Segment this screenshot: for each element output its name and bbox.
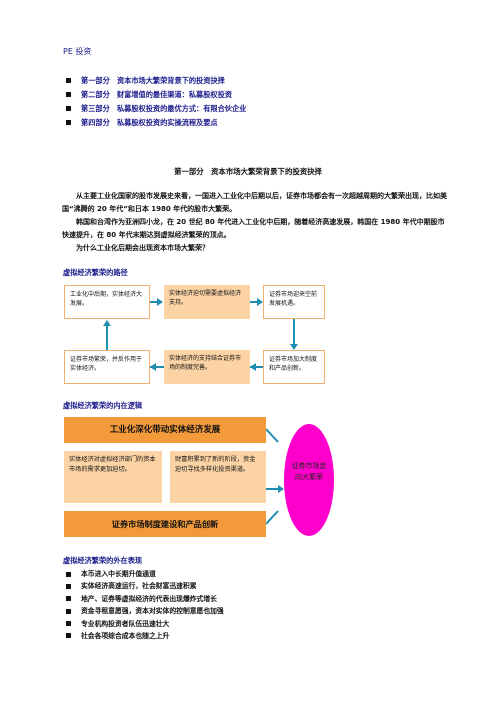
list-item: 本币进入中长期升值通道 xyxy=(66,568,426,580)
list-item: 专业机构投资者队伍迅速壮大 xyxy=(66,618,426,630)
paragraph-text: 韩国和台湾作为亚洲四小龙，在 20 世纪 80 年代进入工业化中后期，随着经济高… xyxy=(62,218,445,239)
list-item-text: 本币进入中长期升值通道 xyxy=(81,570,156,578)
path-box-5: 实体经济的支持结合证券市场的制度完善。 xyxy=(164,350,250,384)
path-box-2: 实体经济迫切需要虚拟经济支持。 xyxy=(164,285,250,319)
bullet-icon xyxy=(66,596,71,602)
arrows-to-circle xyxy=(266,428,284,525)
arrow-right-icon xyxy=(257,298,263,306)
path-box-3: 证券市场迎来空前发展机遇。 xyxy=(263,285,325,319)
path-box-4: 证券市场加大制度和产品创新。 xyxy=(263,350,325,384)
list-item: 社会各项综合成本也随之上升 xyxy=(66,630,426,642)
list-item-text: 社会各项综合成本也随之上升 xyxy=(81,631,170,640)
toc-item-label: 第三部分 私募股权投资的最优方式：有限合伙企业 xyxy=(81,104,247,113)
bullet-icon xyxy=(66,120,71,125)
document-title: PE 投资 xyxy=(63,47,92,56)
paragraph: 为什么工业化后期会出现资本市场大繁荣？ xyxy=(62,242,448,255)
diagram-heading: 虚拟经济繁荣的路径 xyxy=(63,268,128,277)
table-of-contents: 第一部分 资本市场大繁荣背景下的投资抉择 第二部分 财富增值的最佳渠道：私募股权… xyxy=(66,74,446,130)
list-item-text: 资金寻租意愿强，资本对实体的控制意愿也加强 xyxy=(81,607,224,616)
arrow-up-icon xyxy=(103,320,111,326)
bottom-band: 证券市场制度建设和产品创新 xyxy=(64,511,266,537)
result-circle xyxy=(284,424,334,536)
section-title: 第一部分 资本市场大繁荣背景下的投资抉择 xyxy=(174,167,322,176)
path-box-1: 工业化中后期，实体经济大发展。 xyxy=(64,285,150,319)
arrow-left-icon xyxy=(250,363,256,371)
toc-item: 第一部分 资本市场大繁荣背景下的投资抉择 xyxy=(66,74,446,88)
bullet-icon xyxy=(66,621,71,627)
logic-box-right: 财富积累到了新的阶段，资金迫切寻找多样化投资渠道。 xyxy=(170,451,266,503)
toc-item: 第四部分 私募股权投资的实操流程及要点 xyxy=(66,116,446,130)
list-item: 实体经济高速运行，社会财富迅速积累 xyxy=(66,580,426,592)
circle-label: 证券市场走向大繁荣 xyxy=(291,462,327,481)
toc-item: 第三部分 私募股权投资的最优方式：有限合伙企业 xyxy=(66,102,446,116)
bullet-icon xyxy=(66,633,71,639)
list-item-text: 专业机构投资者队伍迅速壮大 xyxy=(81,619,170,628)
arrow-line xyxy=(250,301,258,303)
bullet-icon xyxy=(66,78,71,83)
path-box-6: 证券市场繁荣，并反作用于实体经济。 xyxy=(64,350,150,384)
diagram-heading: 虚拟经济繁荣的内在逻辑 xyxy=(63,401,143,410)
paragraph: 从主要工业化国家的股市发展史来看，一国进入工业化中后期以后，证券市场都会有一次超… xyxy=(62,190,448,215)
list-item-text: 实体经济高速运行，社会财富迅速积累 xyxy=(81,582,197,591)
list-item-text: 地产、证券等虚拟经济的代表出现爆炸式增长 xyxy=(81,594,217,603)
arrow-line xyxy=(150,301,158,303)
arrow-head-icon xyxy=(278,485,284,493)
toc-item-label: 第四部分 私募股权投资的实操流程及要点 xyxy=(81,118,218,127)
arrow-line xyxy=(150,366,164,368)
arrow-line xyxy=(266,428,279,443)
top-band: 工业化深化带动实体经济发展 xyxy=(64,417,266,443)
toc-item-label: 第二部分 财富增值的最佳渠道：私募股权投资 xyxy=(81,90,232,99)
arrow-down-icon xyxy=(290,344,298,350)
paragraph: 韩国和台湾作为亚洲四小龙，在 20 世纪 80 年代进入工业化中后期，随着经济高… xyxy=(62,216,448,241)
bullet-icon xyxy=(66,583,71,589)
bullet-icon xyxy=(66,106,71,111)
paragraph-text: 为什么工业化后期会出现资本市场大繁荣？ xyxy=(76,244,209,252)
list-item: 地产、证券等虚拟经济的代表出现爆炸式增长 xyxy=(66,593,426,605)
arrow-line xyxy=(250,366,263,368)
arrow-line xyxy=(266,510,279,525)
paragraph-text: 从主要工业化国家的股市发展史来看，一国进入工业化中后期以后，证券市场都会有一次超… xyxy=(62,192,447,213)
bullet-icon xyxy=(66,608,71,614)
logic-box-left: 实体经济对虚拟经济部门的资本市场的需求更加迫切。 xyxy=(64,451,162,503)
bullet-icon xyxy=(66,571,71,577)
arrow-right-icon xyxy=(157,298,163,306)
toc-item-label: 第一部分 资本市场大繁荣背景下的投资抉择 xyxy=(81,76,225,85)
arrow-left-icon xyxy=(150,363,156,371)
list-item: 资金寻租意愿强，资本对实体的控制意愿也加强 xyxy=(66,605,426,617)
toc-item: 第二部分 财富增值的最佳渠道：私募股权投资 xyxy=(66,88,446,102)
arrow-line xyxy=(293,319,295,345)
manifestation-list: 本币进入中长期升值通道 实体经济高速运行，社会财富迅速积累 地产、证券等虚拟经济… xyxy=(66,568,426,642)
bullet-icon xyxy=(66,92,71,97)
arrow-line xyxy=(106,325,108,350)
list-heading: 虚拟经济繁荣的外在表现 xyxy=(63,556,143,565)
